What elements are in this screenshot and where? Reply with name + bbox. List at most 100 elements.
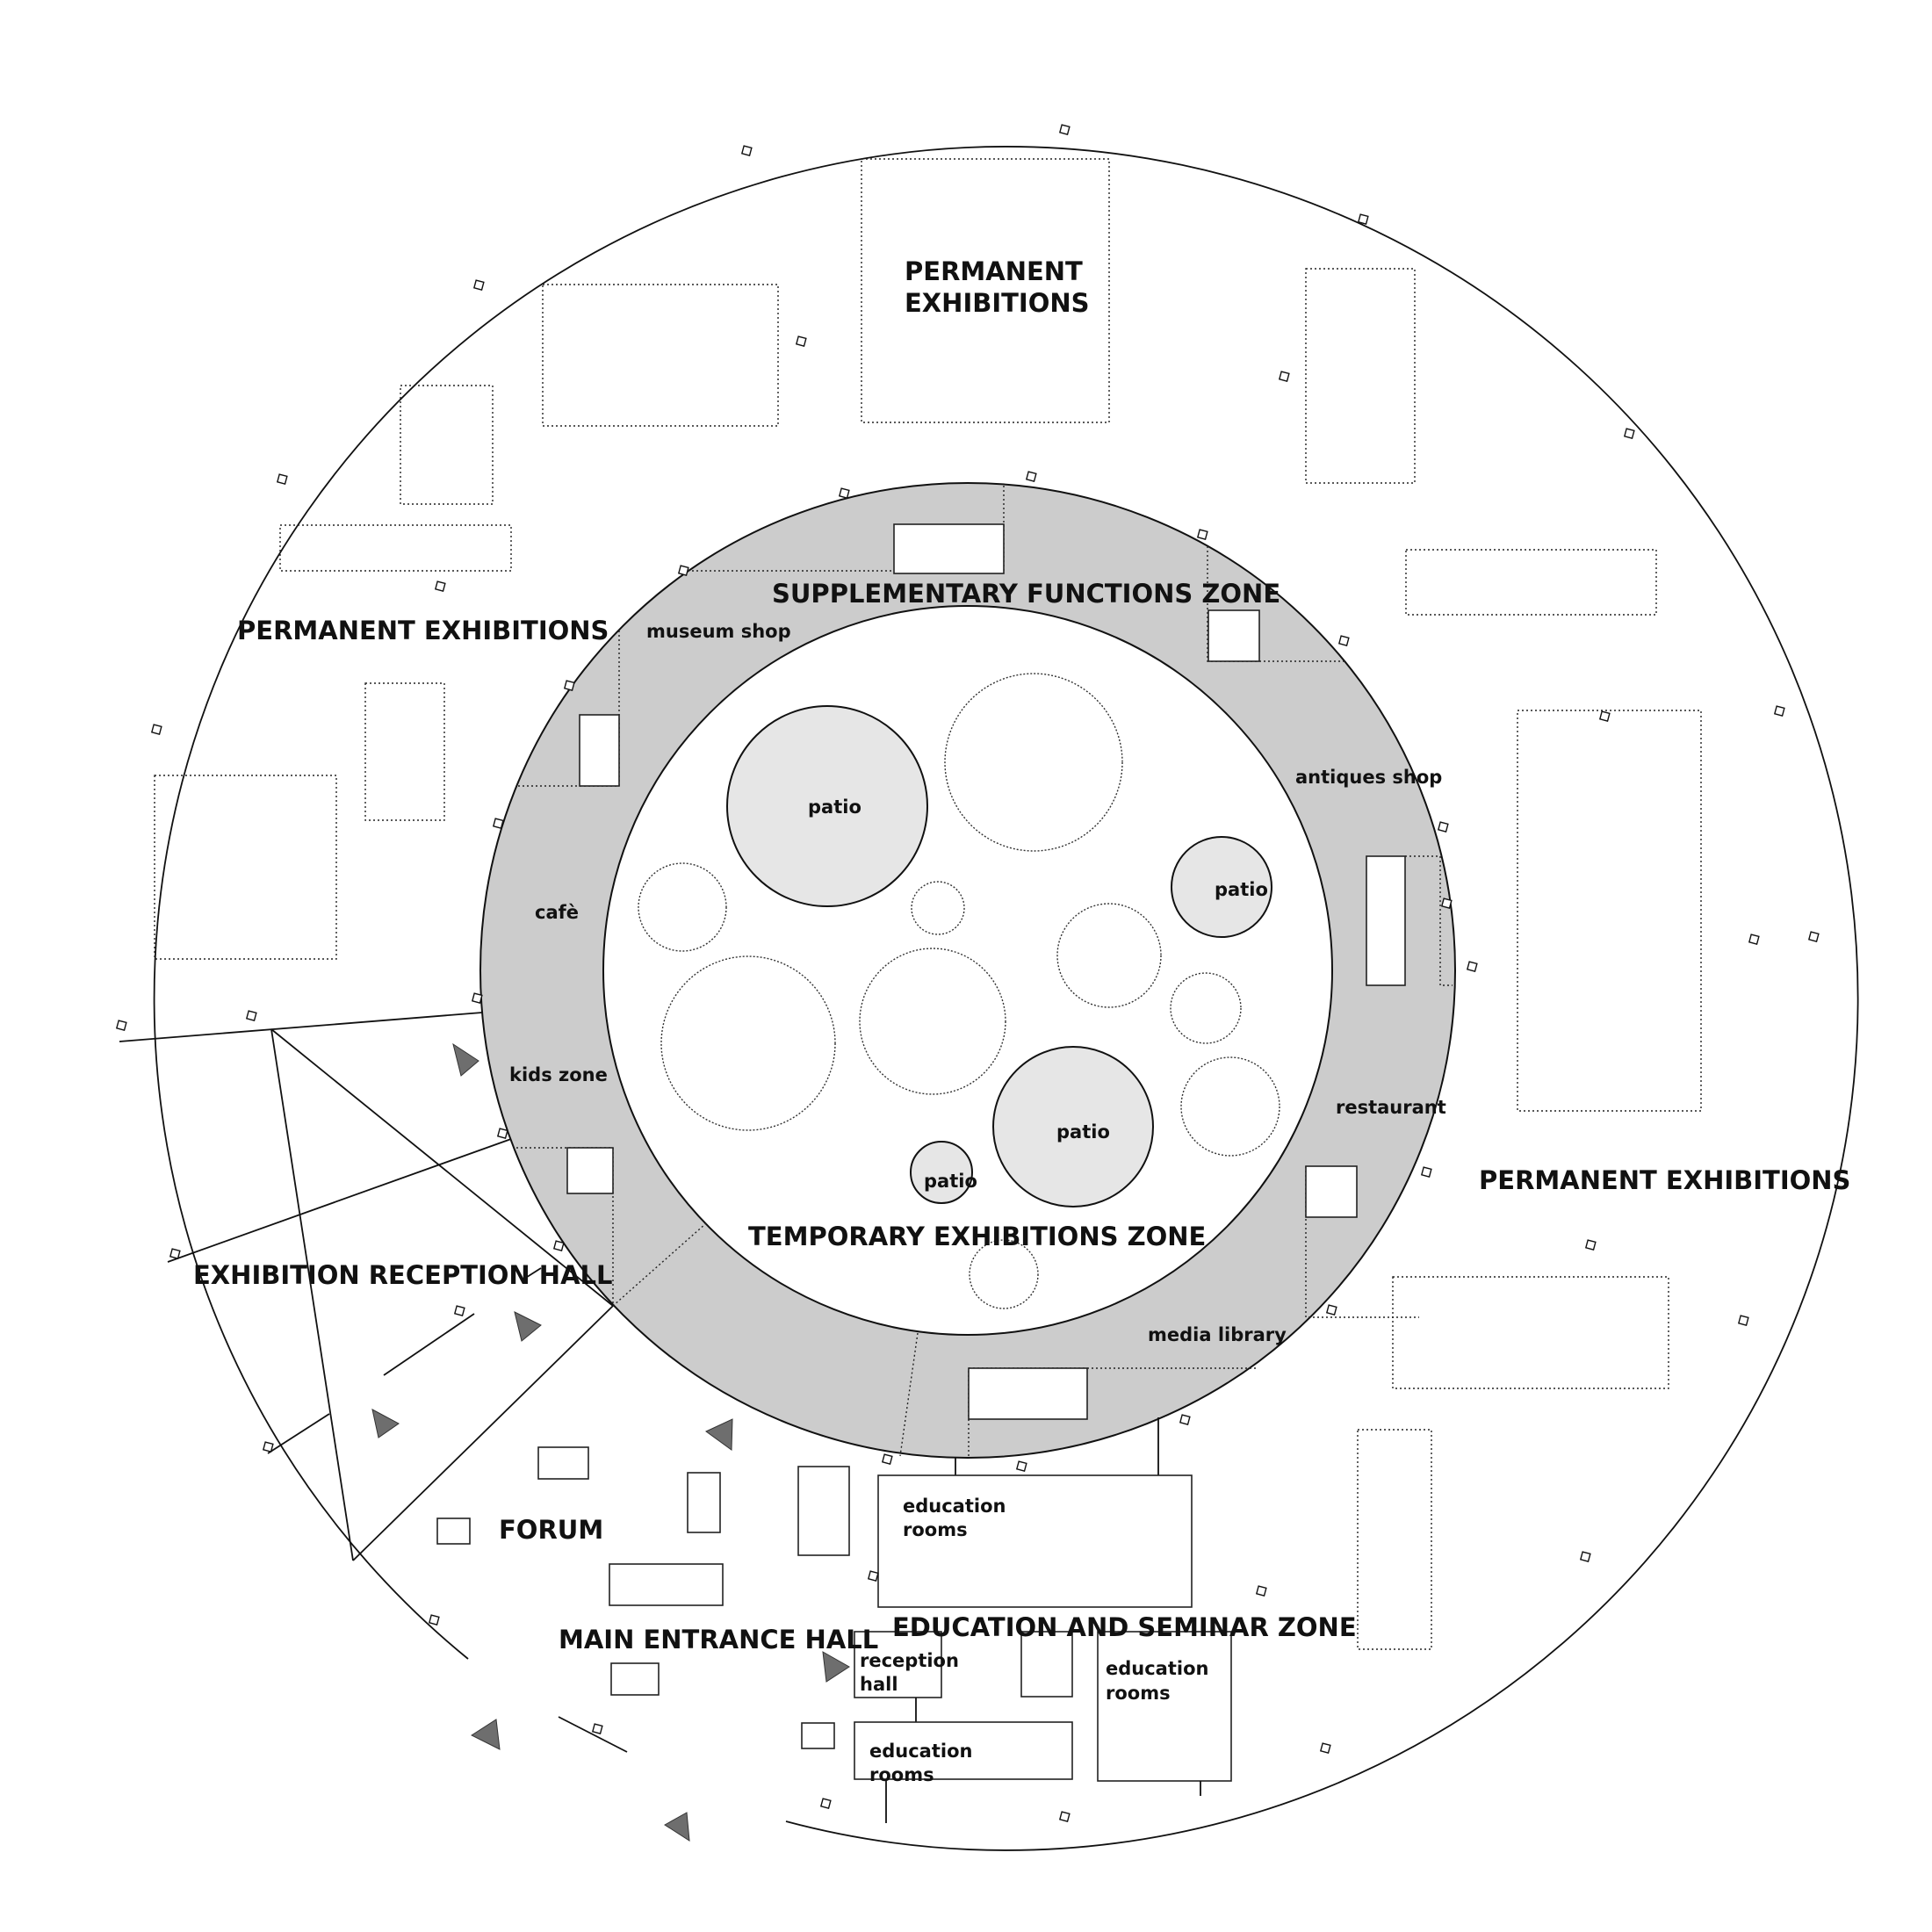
reception-hall-label: reception	[860, 1650, 959, 1671]
patio-label: patio	[1215, 879, 1268, 900]
exhibit-box	[1357, 1429, 1432, 1650]
column	[819, 1798, 832, 1809]
direction-arrow-icon	[822, 1651, 850, 1683]
exhibit-box	[279, 524, 512, 572]
column	[472, 279, 485, 291]
ring-partition-bottom	[899, 1332, 919, 1457]
column	[1179, 1414, 1191, 1425]
column	[1584, 1239, 1597, 1251]
furniture-box	[537, 1446, 589, 1480]
education-rooms-label: education	[869, 1741, 972, 1762]
exhibit-circle	[969, 1239, 1039, 1309]
outer-perimeter-wall	[153, 146, 1859, 1851]
education-rooms-label: rooms	[903, 1519, 968, 1540]
column	[1357, 213, 1369, 225]
permanent-exhibition-boxes	[154, 158, 1702, 1650]
direction-arrow-icon	[664, 1812, 690, 1842]
column	[1058, 1811, 1071, 1822]
patio-circle	[992, 1046, 1154, 1208]
entrance-furniture	[436, 1446, 1073, 1749]
exhibit-box	[861, 158, 1110, 423]
furniture-box	[436, 1517, 471, 1545]
patio-circle	[910, 1141, 973, 1204]
main-entrance-hall-label: MAIN ENTRANCE HALL	[559, 1625, 878, 1654]
partition-line	[267, 1413, 330, 1454]
ring-service-boxes	[566, 523, 1406, 1420]
column	[740, 145, 753, 156]
patio-circle	[726, 705, 928, 907]
ring-partition-bottom-left	[612, 1222, 707, 1307]
column	[1440, 898, 1453, 909]
furniture-box	[609, 1563, 724, 1606]
column	[1325, 1304, 1337, 1316]
reception-hall-box	[854, 1631, 942, 1698]
kids-zone-label: kids zone	[509, 1064, 608, 1085]
exhibit-circle	[1056, 903, 1162, 1008]
service-box	[1305, 1165, 1358, 1218]
column	[1015, 1460, 1027, 1472]
column	[1773, 705, 1785, 717]
column	[881, 1453, 893, 1465]
furniture-box	[1020, 1631, 1073, 1698]
furniture-box	[801, 1722, 835, 1749]
patio-label: patio	[1056, 1121, 1110, 1143]
column	[1623, 428, 1635, 439]
cafe-label: cafè	[535, 902, 579, 923]
column	[496, 1128, 508, 1139]
column	[1807, 931, 1820, 942]
column	[276, 473, 288, 485]
direction-arrow-icon	[705, 1418, 733, 1451]
permanent-exhibitions-left-label: PERMANENT EXHIBITIONS	[237, 616, 609, 645]
service-box	[893, 523, 1005, 574]
forum-label: FORUM	[499, 1515, 603, 1545]
column	[1278, 371, 1290, 382]
permanent-exhibitions-top-label: EXHIBITIONS	[905, 288, 1090, 318]
antiques-shop-label: antiques shop	[1295, 767, 1442, 788]
column	[150, 724, 162, 735]
column	[867, 1570, 879, 1582]
exhibit-circle	[944, 673, 1123, 852]
patio-label: patio	[808, 797, 861, 818]
entrance-partitions	[119, 1012, 614, 1561]
education-rooms-box	[877, 1474, 1193, 1608]
column	[471, 992, 483, 1004]
exhibit-box	[1305, 268, 1416, 484]
antiques-shop-partition	[1207, 546, 1345, 662]
education-zone-rooms	[854, 1417, 1232, 1823]
supplementary-functions-zone-label: SUPPLEMENTARY FUNCTIONS ZONE	[772, 579, 1280, 609]
partition-line	[270, 1028, 614, 1307]
column	[1748, 934, 1760, 945]
exhibit-circle	[911, 881, 965, 935]
patio-label: patio	[924, 1171, 977, 1192]
column	[1598, 710, 1611, 722]
column	[428, 1614, 440, 1626]
permanent-exhibitions-right-label: PERMANENT EXHIBITIONS	[1479, 1165, 1850, 1195]
direction-arrow-icon	[452, 1042, 479, 1077]
exhibit-box	[364, 682, 445, 821]
direction-arrow-icon	[371, 1409, 400, 1438]
column	[838, 487, 850, 499]
exhibit-circle	[1170, 972, 1242, 1044]
column	[1420, 1166, 1432, 1178]
exhibit-circle	[638, 862, 727, 952]
column	[1579, 1551, 1591, 1562]
furniture-box	[687, 1472, 721, 1533]
furniture-box	[610, 1662, 660, 1696]
structural-columns	[115, 124, 1820, 1822]
supplementary-ring	[479, 482, 1457, 1459]
exhibit-box	[1517, 710, 1702, 1112]
patio-circle	[1171, 836, 1272, 938]
column	[591, 1723, 603, 1734]
exhibit-circle	[1180, 1056, 1280, 1157]
education-rooms-label: rooms	[869, 1764, 934, 1785]
column	[552, 1240, 565, 1251]
education-rooms-label: education	[1106, 1658, 1208, 1679]
exhibit-box	[542, 284, 779, 427]
education-rooms-label: education	[903, 1496, 1006, 1517]
media-library-label: media library	[1148, 1324, 1287, 1345]
partition-line	[270, 1028, 354, 1561]
service-box	[579, 714, 620, 787]
service-box	[566, 1147, 614, 1194]
column	[1058, 124, 1071, 135]
